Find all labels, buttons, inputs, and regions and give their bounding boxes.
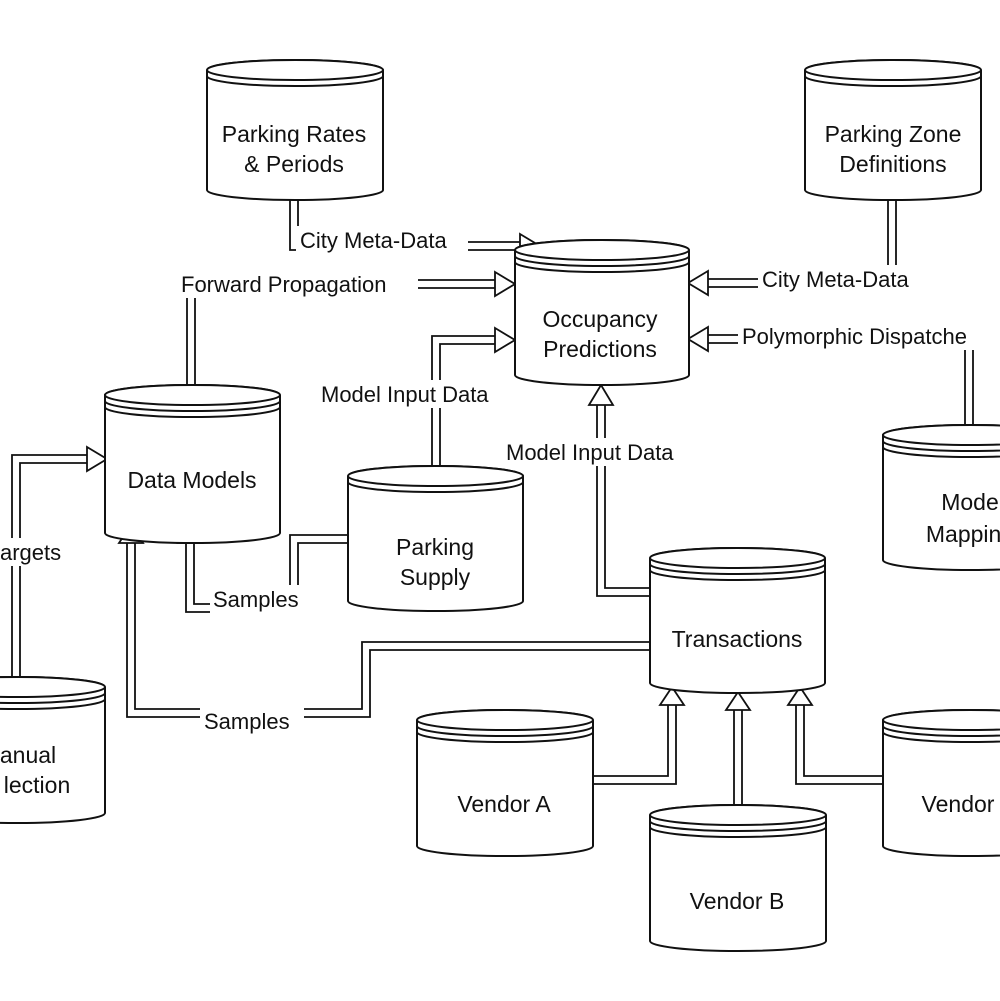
node-label: Predictions bbox=[543, 336, 657, 362]
node-label: Parking Zone bbox=[825, 121, 962, 147]
cylinder-ring bbox=[0, 692, 106, 704]
cylinder-ring bbox=[649, 563, 826, 575]
svg-text:City Meta-Data: City Meta-Data bbox=[300, 228, 447, 253]
node-label: Vendor bbox=[922, 791, 995, 817]
node-vendor-b: Vendor B bbox=[649, 804, 827, 952]
edge-label-samples-transactions: Samples bbox=[200, 707, 304, 735]
node-label: Vendor B bbox=[690, 888, 785, 914]
node-label: Mode bbox=[941, 489, 999, 515]
cylinder-top bbox=[882, 424, 1000, 446]
svg-text:Samples: Samples bbox=[204, 709, 290, 734]
edge-vendor-b-to-transactions bbox=[724, 690, 752, 805]
nodes-layer: Parking Rates & Periods Parking ZoneDefini… bbox=[0, 59, 1000, 952]
node-parking-rates: Parking Rates & Periods bbox=[206, 59, 384, 201]
edge-vendor-a-to-transactions bbox=[593, 685, 686, 785]
cylinder-body bbox=[416, 709, 594, 857]
node-model-mapping: ModeMapping bbox=[882, 424, 1000, 571]
cylinder-ring bbox=[804, 75, 982, 87]
cylinder-ring bbox=[0, 698, 106, 710]
cylinder-ring bbox=[347, 481, 524, 493]
cylinder-ring bbox=[649, 569, 826, 581]
cylinder-top bbox=[416, 709, 594, 731]
node-label: Definitions bbox=[839, 151, 946, 177]
node-label: Parking bbox=[396, 534, 474, 560]
cylinder-top bbox=[804, 59, 982, 81]
node-vendor-a: Vendor A bbox=[416, 709, 594, 857]
cylinder-top bbox=[882, 709, 1000, 731]
svg-text:argets: argets bbox=[0, 540, 61, 565]
edge-manual-to-datamodels bbox=[11, 445, 109, 680]
edge-label-targets: argets bbox=[0, 538, 64, 566]
cylinder-top bbox=[649, 804, 827, 826]
edge-label-city-meta-right: City Meta-Data bbox=[758, 265, 930, 293]
edge-label-samples-supply: Samples bbox=[210, 585, 314, 613]
node-label: Supply bbox=[400, 564, 471, 590]
cylinder-ring bbox=[882, 731, 1000, 743]
node-data-models: Data Models bbox=[104, 384, 281, 544]
cylinder-ring bbox=[882, 440, 1000, 452]
svg-text:Model Input Data: Model Input Data bbox=[321, 382, 489, 407]
node-label: & Periods bbox=[244, 151, 344, 177]
cylinder-top bbox=[514, 239, 690, 261]
edge-label-model-input-supply: Model Input Data bbox=[318, 380, 518, 408]
cylinder-ring bbox=[882, 725, 1000, 737]
cylinder-body bbox=[649, 804, 827, 952]
node-label: Data Models bbox=[127, 467, 256, 493]
cylinder-ring bbox=[514, 255, 690, 267]
node-label: Transactions bbox=[672, 626, 803, 652]
cylinder-ring bbox=[104, 400, 281, 412]
cylinder-top bbox=[649, 547, 826, 569]
cylinder-top bbox=[206, 59, 384, 81]
node-manual-collection: anual lection bbox=[0, 676, 106, 824]
svg-text:Polymorphic Dispatche: Polymorphic Dispatche bbox=[742, 324, 967, 349]
svg-text:Model Input Data: Model Input Data bbox=[506, 440, 674, 465]
node-label: Mapping bbox=[926, 521, 1000, 547]
cylinder-ring bbox=[416, 731, 594, 743]
cylinder-ring bbox=[649, 820, 827, 832]
edge-label-model-input-transactions: Model Input Data bbox=[503, 438, 703, 466]
node-label: Occupancy bbox=[542, 306, 658, 332]
svg-text:City Meta-Data: City Meta-Data bbox=[762, 267, 909, 292]
cylinder-body bbox=[649, 547, 826, 694]
cylinder-top bbox=[0, 676, 106, 698]
edge-vendor-c-to-transactions bbox=[786, 685, 883, 785]
cylinder-ring bbox=[882, 446, 1000, 458]
edge-transactions-to-occupancy bbox=[587, 383, 650, 597]
cylinder-ring bbox=[649, 826, 827, 838]
node-vendor-c: Vendor bbox=[882, 709, 1000, 857]
svg-text:Samples: Samples bbox=[213, 587, 299, 612]
cylinder-ring bbox=[104, 406, 281, 418]
svg-text:Forward Propagation: Forward Propagation bbox=[181, 272, 386, 297]
node-label: Vendor A bbox=[457, 791, 551, 817]
cylinder-ring bbox=[416, 725, 594, 737]
edge-label-polymorphic: Polymorphic Dispatche bbox=[738, 322, 1000, 350]
node-label: lection bbox=[4, 772, 70, 798]
node-label: anual bbox=[0, 742, 56, 768]
node-label: Parking Rates bbox=[222, 121, 366, 147]
edge-label-forward-propagation: Forward Propagation bbox=[178, 270, 418, 298]
edge-supply-to-occupancy bbox=[431, 326, 517, 466]
cylinder-ring bbox=[514, 261, 690, 273]
cylinder-top bbox=[347, 465, 524, 487]
node-transactions: Transactions bbox=[649, 547, 826, 694]
cylinder-ring bbox=[206, 75, 384, 87]
cylinder-top bbox=[104, 384, 281, 406]
edge-label-city-meta-left: City Meta-Data bbox=[296, 226, 468, 254]
cylinder-body bbox=[0, 676, 106, 824]
